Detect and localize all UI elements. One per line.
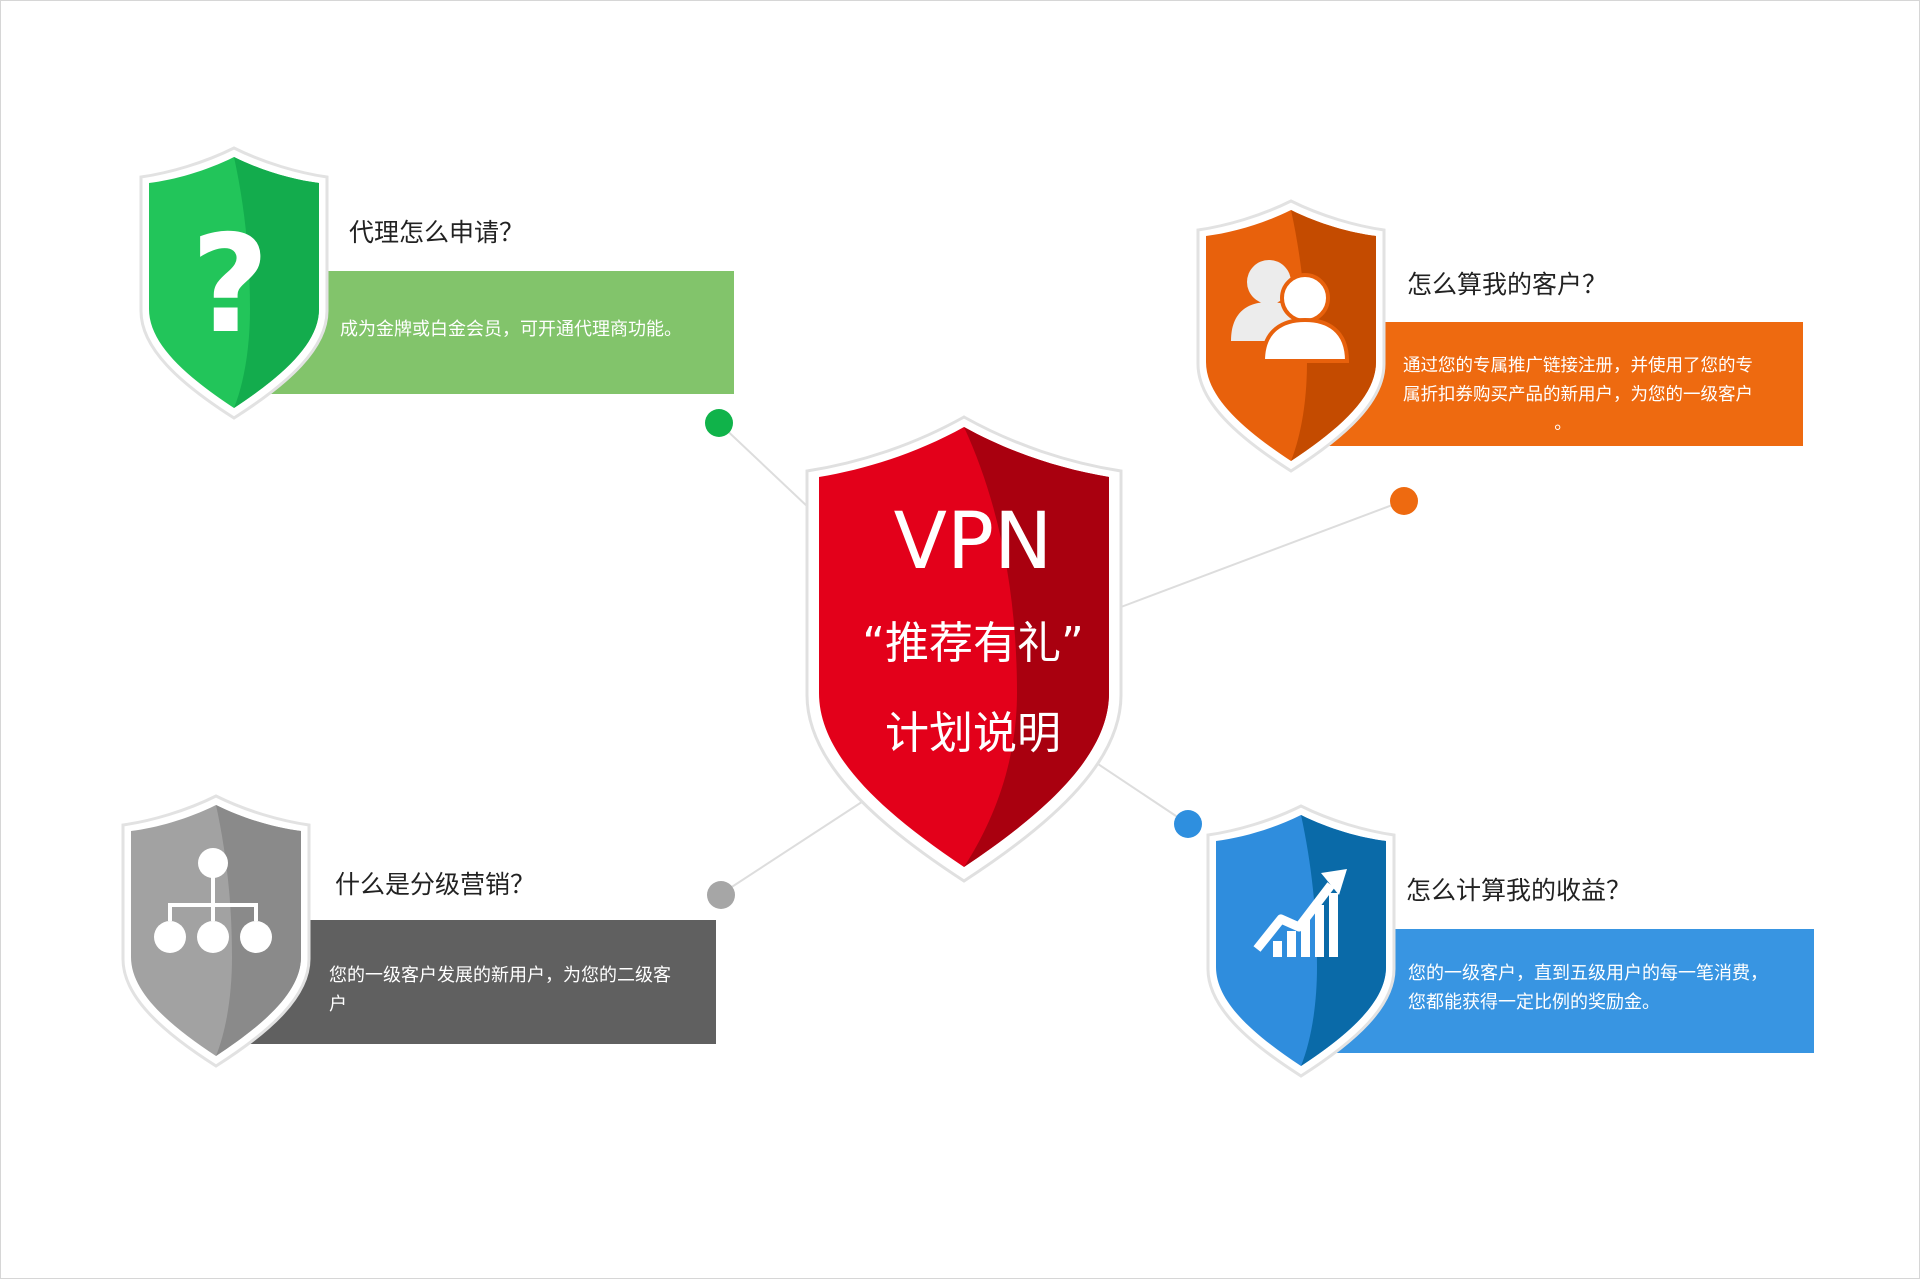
item-4-description-box: 您的一级客户，直到五级用户的每一笔消费， 您都能获得一定比例的奖励金。 (1324, 929, 1814, 1053)
item-2-connector-dot (1390, 487, 1418, 515)
item-2-title: 怎么算我的客户？ (1407, 270, 1608, 299)
item-2-description-line-1: 通过您的专属推广链接注册，并使用了您的专 (1403, 356, 1753, 376)
item-1-description-box: 成为金牌或白金会员，可开通代理商功能。 (256, 271, 734, 394)
item-3-description-line-1: 您的一级客户发展的新用户，为您的二级客 (329, 965, 671, 986)
connector-line-3 (720, 795, 872, 895)
item-4-description-line-2: 您都能获得一定比例的奖励金。 (1408, 992, 1660, 1013)
item-3-connector-dot (707, 881, 735, 909)
connector-line-1 (718, 422, 810, 509)
item-2-description-box: 通过您的专属推广链接注册，并使用了您的专 属折扣券购买产品的新用户，为您的一级客… (1311, 322, 1803, 446)
item-1-title: 代理怎么申请？ (349, 218, 525, 247)
shield-question: ? (139, 146, 329, 420)
users-icon (1231, 260, 1350, 363)
item-3-title: 什么是分级营销？ (335, 870, 536, 899)
item-2-description-line-2: 属折扣券购买产品的新用户，为您的一级客户 (1403, 385, 1753, 405)
center-title-vpn: VPN (893, 497, 1053, 587)
item-4-connector-dot (1174, 810, 1202, 838)
item-3-description-line-2: 户 (329, 994, 347, 1015)
item-1-description-line-1: 成为金牌或白金会员，可开通代理商功能。 (340, 319, 682, 340)
center-title-line-3: 计划说明 (885, 708, 1061, 759)
question-mark-icon: ? (191, 206, 269, 363)
item-2-description-line-3: 。 (1554, 414, 1572, 434)
item-3-description-box: 您的一级客户发展的新用户，为您的二级客 户 (241, 920, 716, 1044)
item-1-connector-dot (705, 409, 733, 437)
growth-chart-icon (1253, 869, 1347, 957)
item-4-title: 怎么计算我的收益？ (1406, 876, 1632, 905)
center-title-line-2: “推荐有礼” (862, 618, 1084, 669)
shield-hierarchy (121, 794, 311, 1068)
connector-line-4 (1085, 755, 1189, 825)
shield-users (1196, 199, 1386, 473)
center-shield (805, 415, 1123, 883)
item-4-description-line-1: 您的一级客户，直到五级用户的每一笔消费， (1408, 963, 1768, 984)
connector-line-2 (1120, 500, 1404, 608)
hierarchy-icon (154, 848, 272, 953)
shield-growth (1206, 804, 1396, 1078)
